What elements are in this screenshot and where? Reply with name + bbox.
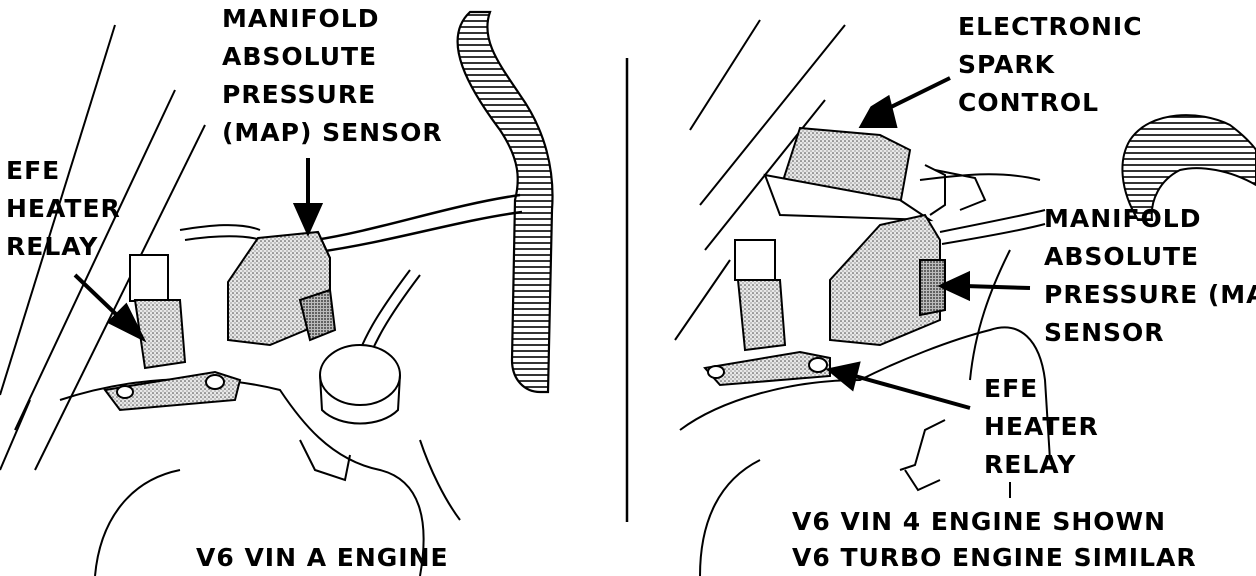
left-map-label-line-3: PRESSURE xyxy=(222,80,377,109)
right-map-label-line-3: PRESSURE (MAP) xyxy=(1044,280,1256,309)
left-arrows xyxy=(73,158,324,343)
left-efe-label-line-3: RELAY xyxy=(6,232,99,261)
right-efe-label-line-1: EFE xyxy=(984,374,1039,403)
left-efe-label-line-1: EFE xyxy=(6,156,61,185)
right-efe-label-line-2: HEATER xyxy=(984,412,1099,441)
left-map-sensor-label: MANIFOLD ABSOLUTE PRESSURE (MAP) SENSOR xyxy=(222,0,443,152)
right-map-label-line-2: ABSOLUTE xyxy=(1044,242,1200,271)
right-map-sensor xyxy=(829,213,946,347)
right-esc-module xyxy=(763,126,987,222)
left-map-label-line-1: MANIFOLD xyxy=(222,4,380,33)
right-map-sensor-label: MANIFOLD ABSOLUTE PRESSURE (MAP) SENSOR xyxy=(1044,200,1256,352)
right-efe-relay-label: EFE HEATER RELAY xyxy=(984,370,1099,484)
left-map-sensor xyxy=(227,230,337,347)
right-efe-relay xyxy=(703,239,831,387)
right-esc-label: ELECTRONIC SPARK CONTROL xyxy=(958,8,1143,122)
right-arrows xyxy=(825,76,1031,410)
left-efe-label-line-2: HEATER xyxy=(6,194,121,223)
left-caption: V6 VIN A ENGINE xyxy=(196,543,449,572)
right-efe-label-line-3: RELAY xyxy=(984,450,1077,479)
right-caption-line-2: V6 TURBO ENGINE SIMILAR xyxy=(792,543,1197,572)
left-engine-illustration xyxy=(0,10,554,576)
right-esc-label-line-1: ELECTRONIC xyxy=(958,12,1143,41)
right-map-label-line-1: MANIFOLD xyxy=(1044,204,1202,233)
right-esc-label-line-2: SPARK xyxy=(958,50,1056,79)
left-map-label-line-2: ABSOLUTE xyxy=(222,42,378,71)
right-esc-label-line-3: CONTROL xyxy=(958,88,1100,117)
left-map-label-line-4: (MAP) SENSOR xyxy=(222,118,443,147)
left-efe-relay-label: EFE HEATER RELAY xyxy=(6,152,121,266)
left-efe-relay xyxy=(103,254,242,412)
right-caption-line-1: V6 VIN 4 ENGINE SHOWN xyxy=(792,507,1167,536)
right-map-label-line-4: SENSOR xyxy=(1044,318,1165,347)
